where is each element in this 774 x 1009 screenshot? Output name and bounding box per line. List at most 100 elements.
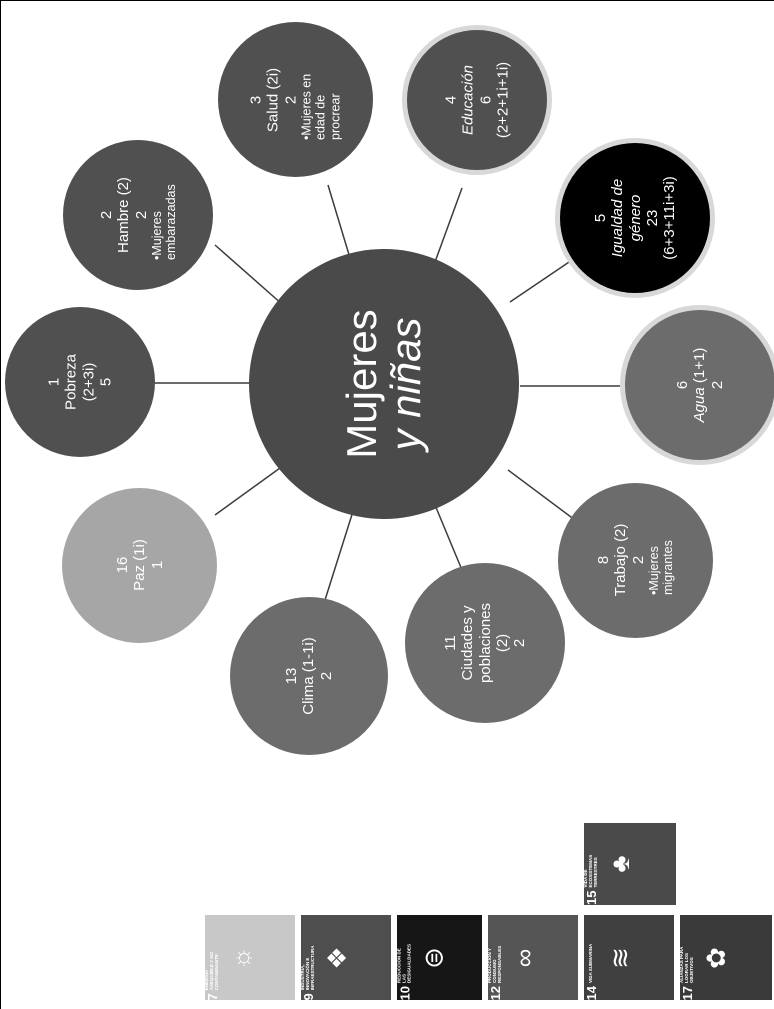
node-3-num: 3 [247, 95, 265, 105]
node-11-name: Ciudades y poblaciones [459, 602, 494, 684]
node-13-name: Clima (1-1i) [300, 637, 318, 715]
node-5-name: Igualdad de género [609, 178, 644, 258]
connector-n4 [434, 187, 463, 263]
center-line1: Mujeres [337, 309, 385, 459]
infinity-icon: ∞ [509, 948, 539, 967]
node-13-num: 13 [283, 667, 301, 685]
connector-n8 [507, 469, 576, 521]
node-6-label: 6 Agua (1+1) 2 [674, 320, 726, 450]
center-circle [249, 249, 519, 519]
center-label: Mujeres y niñas [337, 249, 429, 519]
node-16-name: Paz (1i) [131, 539, 149, 591]
node-1-circle [5, 307, 155, 457]
sdg-tile-label: ENERGÍA ASEQUIBLE Y NO CONTAMINANTE [205, 951, 219, 990]
node-16-circle [62, 488, 217, 643]
sdg-tile-label: ALIANZAS PARA LOGRAR LOS OBJETIVOS [680, 946, 694, 983]
sdg-tile-12: 12 PRODUCCIÓN Y CONSUMO RESPONSABLES ∞ [488, 915, 578, 1000]
fish-icon: ≋ [605, 946, 635, 969]
frame-left-border [0, 0, 1, 1009]
node-8-name: Trabajo (2) [612, 523, 629, 597]
node-3-count: 2 [282, 95, 300, 105]
connector-n16 [214, 467, 281, 516]
sdg-tile-content: 10 REDUCCIÓN DE LAS DESIGUALDADES ⊜ [397, 915, 482, 1000]
node-16-num: 16 [114, 556, 132, 574]
node-5-sub: (6+3+11i+3i) [660, 176, 678, 260]
sdg-tile-header: 10 REDUCCIÓN DE LAS DESIGUALDADES [397, 915, 412, 1000]
sdg-tile-number: 10 [397, 985, 412, 1000]
sdg-tile-content: 14 VIDA SUBMARINA ≋ [584, 915, 674, 1000]
node-5-circle [555, 138, 715, 298]
node-13-count: 2 [317, 671, 335, 681]
node-1-label: 1 Pobreza (2+3i) 5 [46, 317, 115, 447]
node-11-num: 11 [441, 635, 459, 651]
node-11-count: 2 [510, 638, 528, 648]
node-13-label: 13 Clima (1-1i) 2 [283, 611, 335, 741]
node-4-label: 4 Educación 6 (2+2+1i+1i) [443, 35, 512, 165]
sdg-tile-number: 15 [584, 890, 599, 905]
connector-n13 [324, 504, 356, 601]
sdg-tile-header: 14 VIDA SUBMARINA [584, 915, 599, 1000]
node-2-label: 2 Hambre (2) 2 •Mujeres embarazadas [98, 150, 179, 280]
sdg-tile-17: 17 ALIANZAS PARA LOGRAR LOS OBJETIVOS ✿ [680, 915, 772, 1000]
node-8-bullet: •Mujeres migrantes [646, 540, 675, 595]
sdg-tile-number: 12 [488, 985, 503, 1000]
node-2-num: 2 [97, 210, 115, 220]
node-2-bullet: •Mujeres embarazadas [149, 184, 178, 260]
node-1-name: Pobreza [62, 354, 80, 410]
node-6-sub: (1+1) [691, 347, 709, 384]
node-1-num: 1 [45, 377, 63, 387]
sdg-tile-label: PRODUCCIÓN Y CONSUMO RESPONSABLES [488, 945, 502, 983]
node-4-sub: (2+2+1i+1i) [494, 61, 512, 139]
sdg-tile-number: 14 [584, 985, 599, 1000]
sdg-tile-label: INDUSTRIA, INNOVACIÓN E INFRAESTRUCTURA [301, 945, 315, 990]
sdg-tile-number: 17 [680, 985, 695, 1000]
sdg-tile-label: VIDA DE ECOSISTEMAS TERRESTRES [584, 854, 598, 888]
node-4-circle [402, 25, 552, 175]
sdg-tile-content: 12 PRODUCCIÓN Y CONSUMO RESPONSABLES ∞ [488, 915, 578, 1000]
sdg-tile-number: 7 [205, 992, 220, 1000]
node-2-count: 2 [132, 210, 150, 220]
node-2-circle [63, 140, 213, 290]
node-6-count: 2 [708, 380, 726, 390]
node-1-sub: (2+3i) [80, 362, 97, 402]
sdg-tile-header: 7 ENERGÍA ASEQUIBLE Y NO CONTAMINANTE [205, 915, 220, 1000]
node-6-circle [620, 305, 774, 465]
node-11-label: 11 Ciudades y poblaciones (2) 2 [442, 578, 528, 708]
node-13-circle [230, 597, 388, 755]
sdg-tile-label: VIDA SUBMARINA [588, 943, 594, 983]
node-3-circle [218, 22, 373, 177]
rings-icon: ✿ [701, 946, 731, 969]
equal-icon: ⊜ [418, 946, 448, 969]
sdg-tile-header: 17 ALIANZAS PARA LOGRAR LOS OBJETIVOS [680, 915, 695, 1000]
sdg-tile-content: 17 ALIANZAS PARA LOGRAR LOS OBJETIVOS ✿ [680, 915, 772, 1000]
sdg-tile-label: REDUCCIÓN DE LAS DESIGUALDADES [397, 943, 411, 983]
node-4-num: 4 [442, 95, 460, 105]
node-16-label: 16 Paz (1i) 1 [114, 500, 166, 630]
sdg-tile-14: 14 VIDA SUBMARINA ≋ [584, 915, 674, 1000]
connector-n5 [509, 255, 579, 303]
node-6-num: 6 [674, 380, 692, 390]
node-8-num: 8 [594, 555, 612, 565]
sdg-tile-header: 15 VIDA DE ECOSISTEMAS TERRESTRES [584, 823, 599, 905]
node-1-count: 5 [97, 377, 115, 387]
frame-top-border [0, 0, 774, 1]
node-6-name-row: Agua (1+1) [691, 348, 708, 423]
connector-n2 [214, 244, 284, 306]
node-5-count: 23 [643, 209, 661, 227]
connector-n11 [434, 504, 463, 571]
node-11-sub: (2) [493, 633, 511, 653]
node-4-name: Educación [459, 64, 477, 136]
node-8-label: 8 Trabajo (2) 2 •Mujeres migrantes [595, 495, 676, 625]
node-3-label: 3 Salud (2i) 2 •Mujeres en edad de procr… [248, 35, 343, 165]
center-line2: y niñas [382, 317, 429, 451]
sdg-tile-header: 12 PRODUCCIÓN Y CONSUMO RESPONSABLES [488, 915, 503, 1000]
connector-n3 [327, 184, 351, 259]
